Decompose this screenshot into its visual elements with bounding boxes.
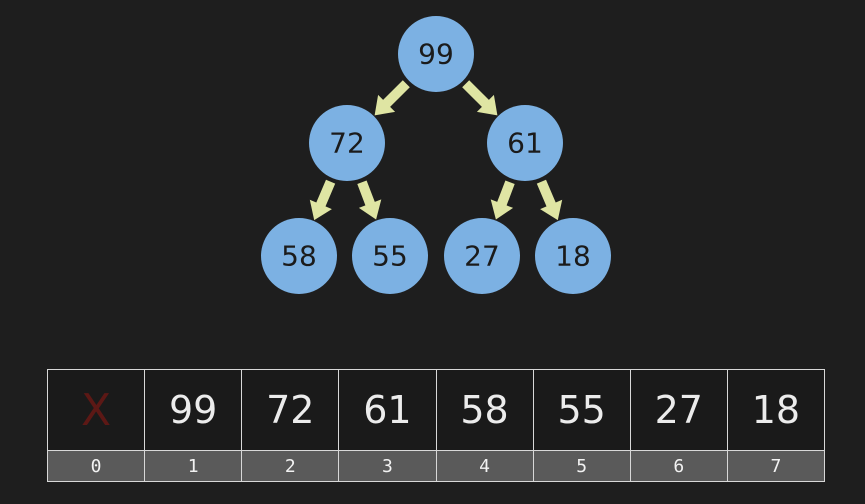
array-value-cell: 61: [338, 369, 437, 451]
edge-arrow: [374, 80, 410, 116]
tree-node: 58: [261, 218, 337, 294]
array-values-row: X 99 72 61 58 55 27 18: [46, 369, 826, 451]
array-index-cell: 5: [532, 450, 631, 482]
edge-arrow: [490, 180, 515, 220]
node-circle: [398, 16, 474, 92]
array-value-cell: 27: [629, 369, 728, 451]
node-circle: [261, 218, 337, 294]
array-index-cell: 1: [144, 450, 243, 482]
tree-edges: [309, 80, 563, 221]
array-index-cell: 4: [435, 450, 534, 482]
array-index-cell: 3: [338, 450, 437, 482]
heap-array: X 99 72 61 58 55 27 18 0 1 2 3 4 5 6 7: [46, 369, 826, 482]
array-index-cell: 0: [46, 450, 146, 482]
array-index-row: 0 1 2 3 4 5 6 7: [46, 450, 826, 482]
node-circle: [487, 105, 563, 181]
array-index-cell: 2: [241, 450, 340, 482]
array-index-cell: 6: [629, 450, 728, 482]
node-circle: [444, 218, 520, 294]
node-label: 55: [372, 240, 408, 273]
edge-arrow: [309, 179, 336, 221]
edge-arrow: [357, 180, 382, 220]
tree-node: 55: [352, 218, 428, 294]
tree-node: 27: [444, 218, 520, 294]
edge-arrow: [462, 80, 498, 116]
array-index-cell: 7: [726, 450, 826, 482]
array-value-cell: 55: [532, 369, 631, 451]
node-label: 72: [329, 127, 365, 160]
node-label: 58: [281, 240, 317, 273]
node-label: 99: [418, 38, 454, 71]
node-circle: [535, 218, 611, 294]
tree-node: 99: [398, 16, 474, 92]
node-label: 61: [507, 127, 543, 160]
array-sentinel-cell: X: [46, 369, 146, 451]
tree-node: 72: [309, 105, 385, 181]
heap-tree: 99 72 61 58 55 27 18: [261, 16, 611, 294]
edge-arrow: [536, 179, 563, 221]
node-label: 27: [464, 240, 500, 273]
node-circle: [309, 105, 385, 181]
node-label: 18: [555, 240, 591, 273]
tree-node: 61: [487, 105, 563, 181]
array-value-cell: 58: [435, 369, 534, 451]
array-value-cell: 72: [241, 369, 340, 451]
node-circle: [352, 218, 428, 294]
tree-node: 18: [535, 218, 611, 294]
array-value-cell: 99: [144, 369, 243, 451]
array-value-cell: 18: [726, 369, 826, 451]
